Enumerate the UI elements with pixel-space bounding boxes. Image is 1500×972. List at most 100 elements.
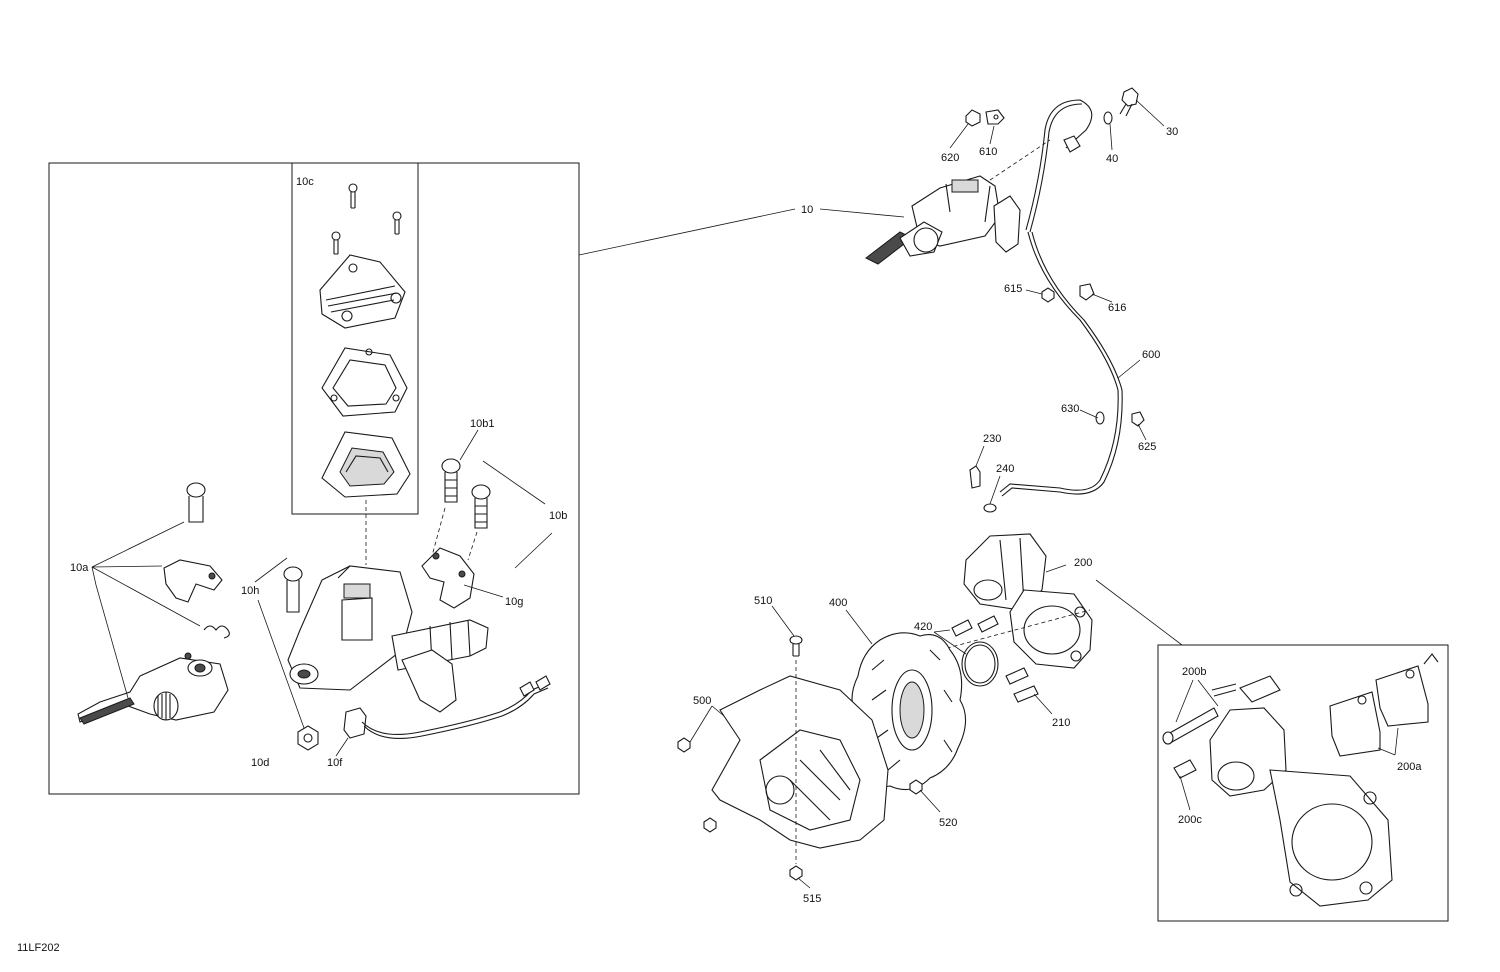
leader-510 <box>771 605 795 637</box>
leader-230 <box>975 445 985 467</box>
return-spring <box>203 625 230 639</box>
caliper-pins <box>951 615 999 637</box>
leader-10b <box>482 460 553 569</box>
brake-pads-detail <box>1329 653 1439 757</box>
callout-515: 515 <box>803 893 821 905</box>
brake-caliper <box>963 533 1093 669</box>
hose-nut-615 <box>1041 287 1055 303</box>
leader-616 <box>1091 293 1113 303</box>
centerline-caliper <box>939 609 1091 651</box>
leader-610 <box>989 125 995 145</box>
pad-pin-detail <box>1162 707 1219 745</box>
guard-nut-lower <box>703 817 717 833</box>
pad-spring-detail <box>1211 675 1281 703</box>
callout-210: 210 <box>1052 717 1070 729</box>
callout-625: 625 <box>1138 441 1156 453</box>
callout-420: 420 <box>914 621 932 633</box>
callout-200b: 200b <box>1182 666 1206 678</box>
centerline-master <box>989 139 1051 181</box>
guard-nut-left <box>677 737 691 753</box>
rubber-bellows <box>321 431 411 498</box>
callout-520: 520 <box>939 817 957 829</box>
callout-400: 400 <box>829 597 847 609</box>
cover-screws <box>331 183 402 255</box>
brake-lever <box>77 652 229 725</box>
disc-guard <box>711 675 889 849</box>
callout-616: 616 <box>1108 302 1126 314</box>
leader-620 <box>949 123 969 149</box>
callout-600: 600 <box>1142 349 1160 361</box>
master-cylinder-body <box>287 565 489 713</box>
drawing-code: 11LF202 <box>17 942 60 954</box>
leader-400 <box>845 609 873 645</box>
leader-10g <box>463 584 504 598</box>
leader-10h <box>254 557 305 729</box>
reservoir-cap <box>319 254 406 329</box>
callout-615: 615 <box>1004 283 1022 295</box>
callout-240: 240 <box>996 463 1014 475</box>
o-ring <box>961 641 999 687</box>
bleeder-detail <box>1173 759 1197 779</box>
leader-200a <box>1377 727 1399 756</box>
diaphragm-plate <box>321 347 408 417</box>
callout-500: 500 <box>693 695 711 707</box>
leader-615 <box>1025 289 1043 295</box>
callout-200a: 200a <box>1397 761 1422 773</box>
screw-620 <box>965 109 981 127</box>
disc-screw <box>789 635 803 657</box>
leader-200 <box>1045 564 1067 573</box>
callout-610: 610 <box>979 146 997 158</box>
clamp-bolts <box>431 458 491 561</box>
callout-10h: 10h <box>241 585 259 597</box>
leader-630 <box>1079 409 1099 419</box>
callout-10f: 10f <box>327 757 343 769</box>
pivot-bolt <box>186 482 206 523</box>
lever-bracket <box>163 559 223 603</box>
caliper-detail <box>1209 707 1393 907</box>
leader-200b <box>1175 679 1219 723</box>
leader-240 <box>989 475 1001 505</box>
callout-510: 510 <box>754 595 772 607</box>
leader-40 <box>1109 123 1113 151</box>
clip-610 <box>985 109 1005 125</box>
brake-hose <box>999 99 1123 497</box>
callout-620: 620 <box>941 152 959 164</box>
callout-10: 10 <box>801 204 813 216</box>
callout-10c: 10c <box>296 176 314 188</box>
callout-40: 40 <box>1106 153 1118 165</box>
leader-500 <box>689 705 725 743</box>
leader-625 <box>1137 423 1147 441</box>
leader-200-detail <box>1095 579 1183 646</box>
hose-clip-616 <box>1079 283 1095 301</box>
leader-420 <box>933 629 967 655</box>
leader-30 <box>1135 99 1165 127</box>
washer-240 <box>983 503 997 513</box>
detail-frame-caliper <box>1157 644 1449 922</box>
callout-10a: 10a <box>70 562 89 574</box>
guard-nut-515 <box>789 865 803 881</box>
guard-nut-520 <box>909 779 923 795</box>
callout-10b: 10b <box>549 510 567 522</box>
callout-630: 630 <box>1061 403 1079 415</box>
handlebar-clamp <box>421 547 475 609</box>
bleeder-230 <box>969 465 981 489</box>
leader-10a <box>91 521 201 699</box>
washer-upper <box>1103 111 1113 125</box>
banjo-bolt-upper <box>1119 87 1139 117</box>
leader-200c <box>1179 775 1191 811</box>
leader-210 <box>1033 693 1053 715</box>
leader-10b1 <box>459 429 479 461</box>
brake-light-switch <box>343 675 551 739</box>
callout-10b1: 10b1 <box>470 418 494 430</box>
callout-200c: 200c <box>1178 814 1202 826</box>
pivot-nut <box>297 725 319 751</box>
callout-200: 200 <box>1074 557 1092 569</box>
leader-600 <box>1117 359 1141 379</box>
callout-230: 230 <box>983 433 1001 445</box>
bushings <box>1005 667 1039 703</box>
leader-520 <box>919 789 941 813</box>
pivot-pin <box>283 566 303 613</box>
hose-grommet-630 <box>1095 411 1105 425</box>
callout-10d: 10d <box>251 757 269 769</box>
